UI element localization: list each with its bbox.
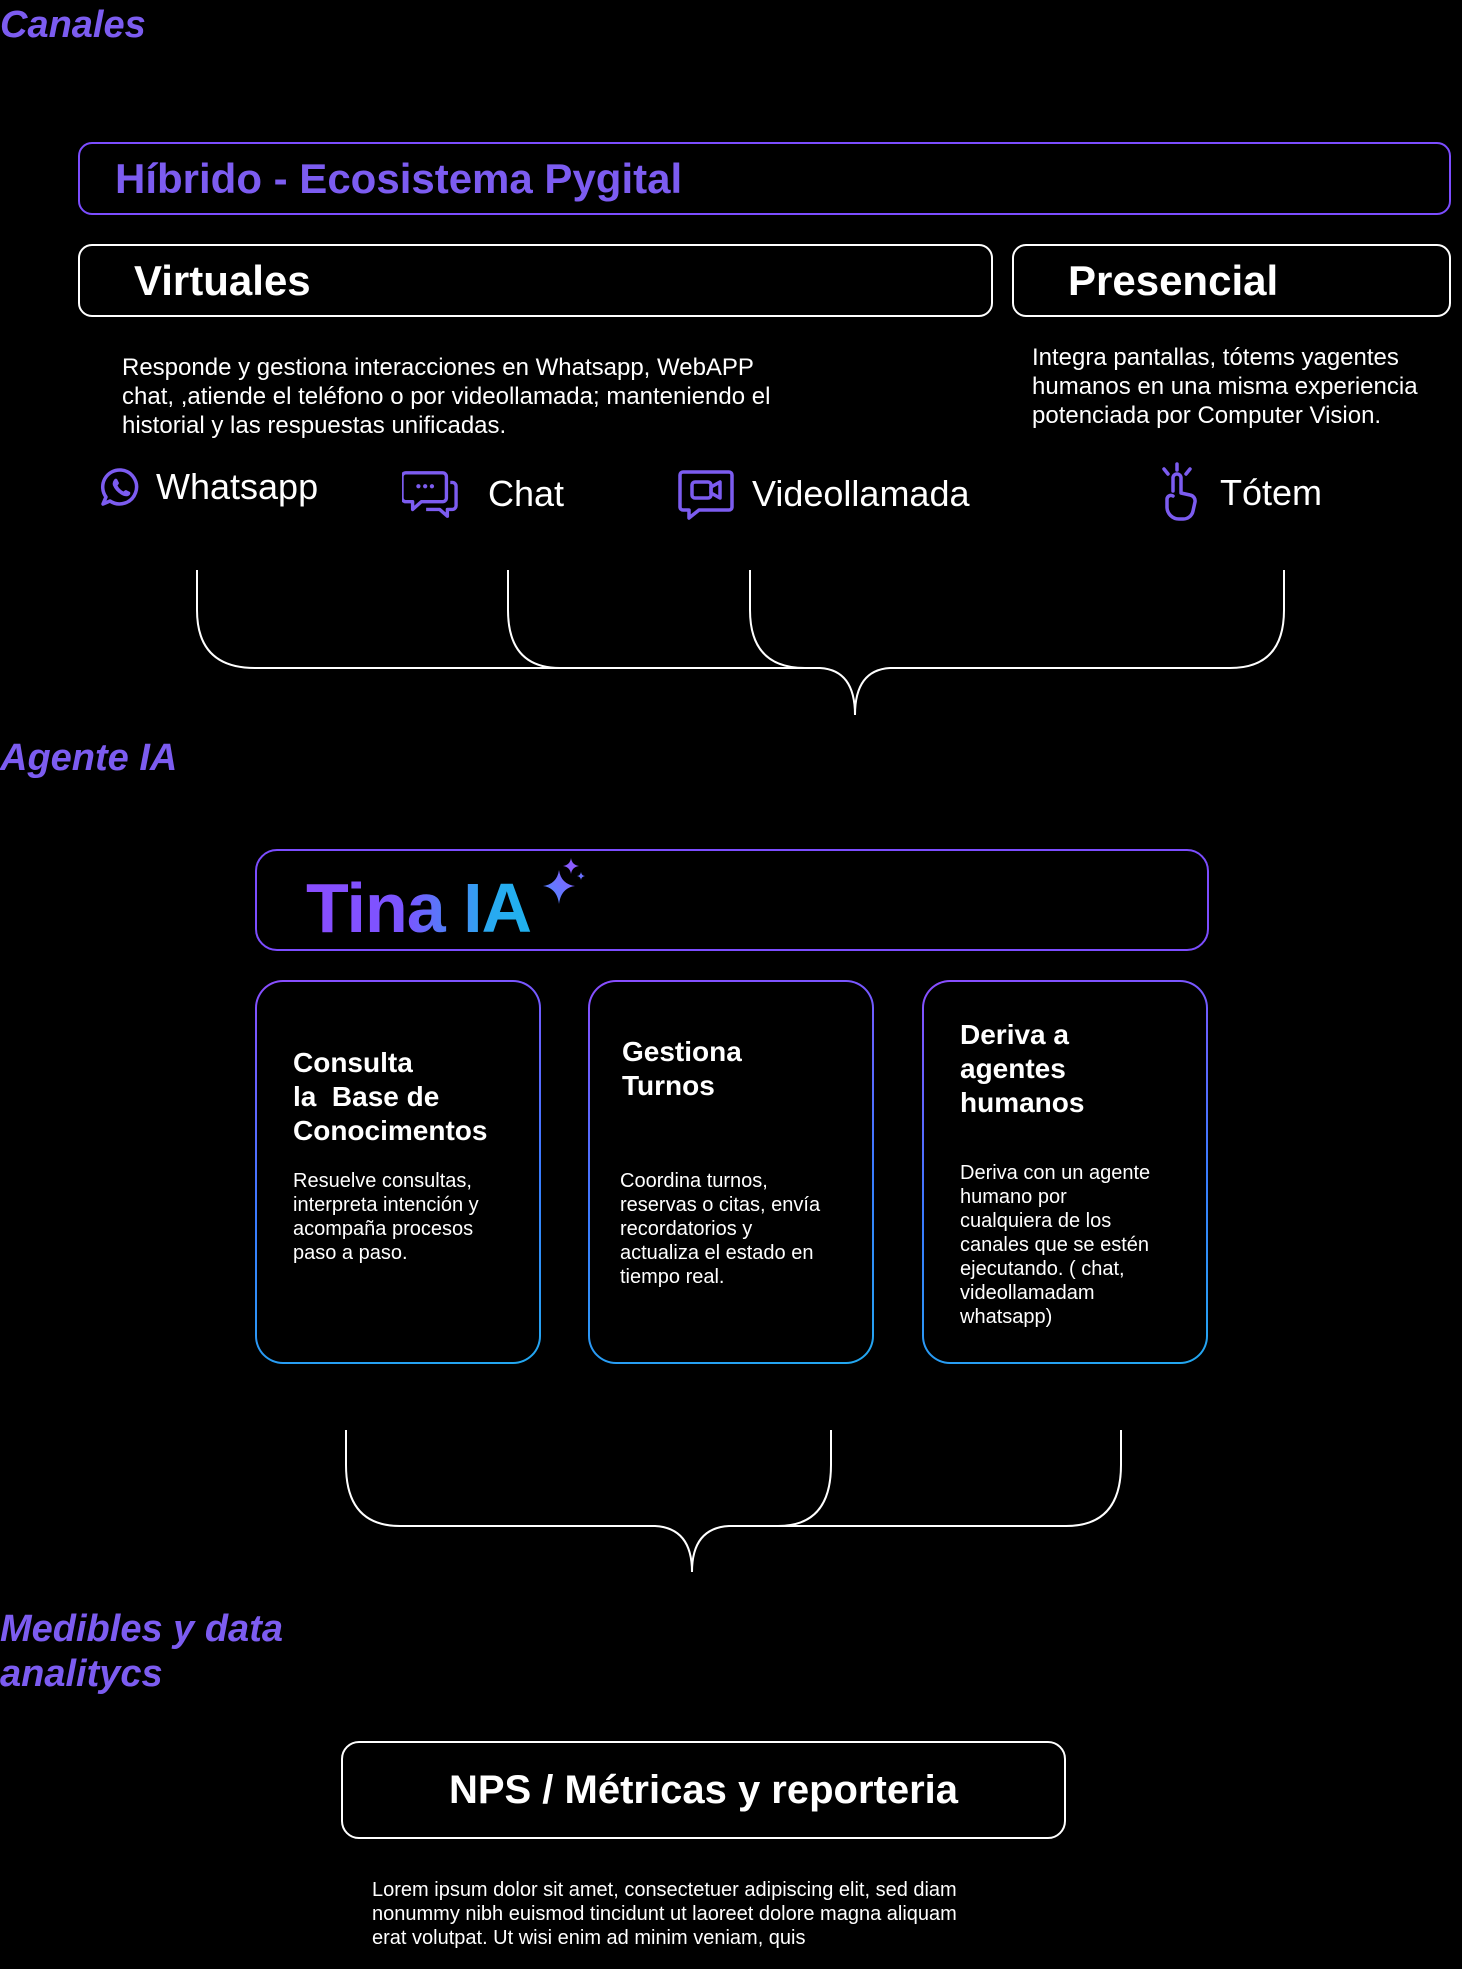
presencial-description: Integra pantallas, tótems yagentes human…: [1032, 343, 1418, 430]
channel-videollamada: Videollamada: [678, 466, 970, 522]
section-title-agente-ia: Agente IA: [0, 737, 178, 779]
channel-whatsapp-label: Whatsapp: [156, 466, 319, 507]
presencial-description-line-3: potenciada por Computer Vision.: [1032, 402, 1382, 429]
card-consulta-title-line-2: la Base de: [293, 1081, 440, 1112]
metrics-description: Lorem ipsum dolor sit amet, consectetuer…: [372, 1878, 957, 1950]
metrics-description-line-3: erat volutpat. Ut wisi enim ad minim ven…: [372, 1927, 806, 1949]
card-gestiona-title: Gestiona Turnos: [622, 1035, 742, 1103]
channel-videollamada-label: Videollamada: [752, 473, 970, 514]
card-deriva-description-line-1: Deriva con un agente: [960, 1162, 1151, 1184]
tap-hand-icon: [1162, 462, 1197, 521]
metrics-description-line-1: Lorem ipsum dolor sit amet, consectetuer…: [372, 1879, 957, 1901]
card-consulta-base: Consulta la Base de Conocimentos Resuelv…: [255, 980, 541, 1364]
card-gestiona-title-line-2: Turnos: [622, 1070, 715, 1101]
metrics-title: NPS / Métricas y reporteria: [448, 1768, 959, 1812]
card-deriva-title-line-3: humanos: [960, 1087, 1085, 1118]
card-deriva-description: Deriva con un agente humano por cualquie…: [960, 1161, 1150, 1329]
tina-ia-box: [255, 849, 1209, 951]
card-gestiona-description-line-2: reservas o citas, envía: [620, 1194, 821, 1216]
card-consulta-title-line-3: Conocimentos: [293, 1115, 488, 1146]
card-deriva-title-line-2: agentes: [960, 1053, 1066, 1084]
card-deriva-description-line-3: cualquiera de los: [960, 1210, 1112, 1232]
channel-chat-label: Chat: [488, 473, 565, 514]
whatsapp-icon: [100, 468, 139, 506]
section-title-medibles-line-1: Medibles y data: [0, 1608, 283, 1650]
card-deriva-description-line-4: canales que se estén: [960, 1234, 1150, 1256]
card-deriva-description-line-6: videollamadam: [960, 1282, 1095, 1304]
card-gestiona-title-line-1: Gestiona: [622, 1036, 742, 1067]
card-deriva-title: Deriva a agentes humanos: [960, 1018, 1084, 1120]
card-deriva-agentes: Deriva a agentes humanos Deriva con un a…: [922, 980, 1208, 1364]
card-consulta-description-line-2: interpreta intención y: [293, 1194, 479, 1216]
virtuales-description-line-3: historial y las respuestas unificadas.: [122, 412, 507, 439]
card-consulta-title: Consulta la Base de Conocimentos: [293, 1046, 487, 1148]
section-title-medibles: Medibles y data analitycs: [0, 1607, 283, 1697]
virtuales-title: Virtuales: [134, 257, 311, 304]
hybrid-ecosystem-box: Híbrido - Ecosistema Pygital: [78, 142, 1451, 215]
hybrid-ecosystem-title: Híbrido - Ecosistema Pygital: [115, 155, 683, 202]
card-deriva-description-line-7: whatsapp): [960, 1306, 1053, 1328]
channel-totem: Tótem: [1154, 462, 1322, 524]
virtuales-description: Responde y gestiona interacciones en Wha…: [122, 353, 770, 440]
channels-connector-bracket: [196, 570, 1285, 716]
card-deriva-description-line-5: ejecutando. ( chat,: [960, 1258, 1125, 1280]
presencial-title: Presencial: [1068, 257, 1279, 304]
card-gestiona-description-line-5: tiempo real.: [620, 1266, 725, 1288]
card-deriva-title-line-1: Deriva a: [960, 1019, 1069, 1050]
metrics-description-line-2: nonummy nibh euismod tincidunt ut laoree…: [372, 1903, 957, 1925]
tina-ia-title: Tina IA: [306, 869, 532, 947]
presencial-description-wrap: Integra pantallas, tótems yagentes human…: [1032, 343, 1462, 433]
chat-bubbles-icon: [402, 471, 458, 518]
channel-chat: Chat: [402, 466, 564, 522]
presencial-description-line-1: Integra pantallas, tótems yagentes: [1032, 344, 1399, 371]
card-gestiona-description-line-1: Coordina turnos,: [620, 1170, 768, 1192]
video-call-icon: [678, 470, 734, 520]
card-consulta-description: Resuelve consultas, interpreta intención…: [293, 1169, 479, 1265]
card-consulta-description-line-3: acompaña procesos: [293, 1218, 474, 1240]
virtuales-description-line-2: chat, ,atiende el teléfono o por videoll…: [122, 383, 771, 410]
channel-whatsapp: Whatsapp: [100, 466, 318, 508]
section-title-canales: Canales: [0, 4, 146, 46]
card-gestiona-description: Coordina turnos, reservas o citas, envía…: [620, 1169, 820, 1289]
card-deriva-description-line-2: humano por: [960, 1186, 1067, 1208]
section-title-medibles-line-2: analitycs: [0, 1653, 163, 1695]
virtuales-description-line-1: Responde y gestiona interacciones en Wha…: [122, 354, 754, 381]
presencial-box: Presencial: [1012, 244, 1451, 317]
virtuales-box: Virtuales: [78, 244, 993, 317]
metrics-box: NPS / Métricas y reporteria: [341, 1741, 1066, 1839]
card-gestiona-turnos: Gestiona Turnos Coordina turnos, reserva…: [588, 980, 874, 1364]
sparkle-icon: [543, 858, 585, 904]
card-consulta-description-line-4: paso a paso.: [293, 1242, 408, 1264]
card-gestiona-description-line-3: recordatorios y: [620, 1218, 753, 1240]
presencial-description-line-2: humanos en una misma experiencia: [1032, 373, 1418, 400]
card-consulta-title-line-1: Consulta: [293, 1047, 413, 1078]
card-gestiona-description-line-4: actualiza el estado en: [620, 1242, 814, 1264]
card-consulta-description-line-1: Resuelve consultas,: [293, 1170, 472, 1192]
channel-totem-label: Tótem: [1220, 472, 1323, 513]
agent-connector-bracket: [345, 1430, 1122, 1573]
